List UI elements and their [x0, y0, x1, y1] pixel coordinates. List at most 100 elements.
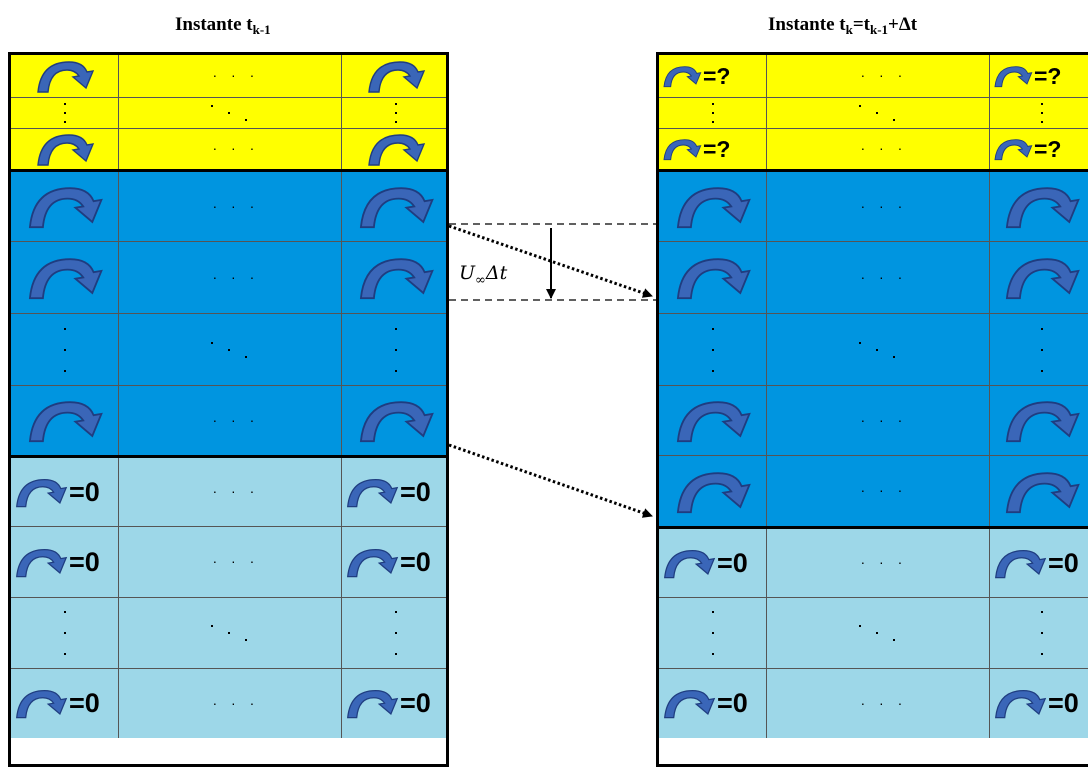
horizontal-ellipsis: · · ·: [212, 411, 260, 428]
grid-cell: · · ·: [766, 129, 989, 169]
grid-cell: =?: [659, 55, 766, 97]
grid-cell: [341, 129, 446, 169]
horizontal-ellipsis: · · ·: [860, 411, 908, 428]
grid-row-active: · · ·: [659, 169, 1088, 241]
horizontal-ellipsis: · · ·: [860, 482, 908, 498]
left-panel-grid: · · ·· · ·· · ·· · ·· · ·=0· · ·=0=0· · …: [8, 52, 449, 767]
zero-circulation-label: =0: [1048, 688, 1079, 718]
grid-cell: [659, 386, 766, 455]
zero-circulation-label: =0: [69, 688, 100, 718]
curved-arrow-icon: [994, 139, 1033, 161]
zero-circulation-label: =0: [717, 688, 748, 718]
vertical-ellipsis: [1041, 327, 1044, 372]
grid-cell: [659, 598, 766, 668]
curved-arrow-icon: [347, 548, 399, 578]
grid-row-unknown: [659, 97, 1088, 128]
vertical-ellipsis: [394, 611, 398, 655]
grid-cell: [11, 172, 118, 241]
grid-row-active: [659, 313, 1088, 385]
grid-cell: [989, 456, 1088, 526]
grid-cell: [659, 314, 766, 385]
grid-cell: [659, 98, 766, 128]
grid-row-active: · · ·: [11, 169, 446, 241]
curved-arrow-icon: [359, 258, 434, 300]
grid-row-zero: =0· · ·=0: [11, 526, 446, 597]
vertical-ellipsis: [711, 103, 715, 123]
vertical-ellipsis: [1041, 611, 1044, 655]
grid-cell: · · ·: [118, 129, 341, 169]
zero-circulation-label: =0: [69, 546, 100, 577]
grid-cell: [766, 314, 989, 385]
grid-cell: [11, 314, 118, 385]
grid-cell: · · ·: [766, 669, 989, 738]
grid-cell: [989, 98, 1088, 128]
curved-arrow-icon: [1005, 187, 1080, 229]
grid-cell: =0: [341, 458, 446, 526]
curved-arrow-icon: [1005, 401, 1080, 443]
grid-row-unknown: =?· · ·=?: [659, 128, 1088, 169]
curved-arrow-icon: [1005, 258, 1080, 300]
vertical-ellipsis: [711, 327, 715, 372]
grid-cell: [11, 129, 118, 169]
grid-row-unknown: · · ·: [11, 128, 446, 169]
curved-arrow-icon: [28, 187, 103, 229]
grid-cell: [11, 55, 118, 97]
grid-cell: =0: [989, 529, 1088, 597]
grid-row-zero: [659, 597, 1088, 668]
diagonal-ellipsis: [858, 341, 899, 362]
grid-row-zero: =0· · ·=0: [659, 526, 1088, 597]
unknown-circulation-label: =?: [1034, 62, 1062, 89]
zero-circulation-label: =0: [717, 547, 748, 578]
grid-cell: · · ·: [766, 529, 989, 597]
vertical-ellipsis: [394, 103, 398, 123]
grid-row-active: [11, 313, 446, 385]
curved-arrow-icon: [367, 134, 425, 166]
curved-arrow-icon: [16, 478, 68, 508]
unknown-circulation-label: =?: [703, 62, 731, 89]
grid-cell: · · ·: [118, 386, 341, 455]
grid-row-zero: =0· · ·=0: [11, 455, 446, 526]
grid-cell: · · ·: [766, 456, 989, 526]
grid-cell: [341, 172, 446, 241]
grid-cell: · · ·: [766, 55, 989, 97]
curved-arrow-icon: [994, 65, 1033, 87]
grid-cell: =0: [989, 669, 1088, 738]
grid-cell: =?: [989, 129, 1088, 169]
curved-arrow-icon: [16, 690, 68, 719]
grid-cell: [989, 172, 1088, 241]
grid-row-unknown: [11, 97, 446, 128]
grid-cell: [341, 98, 446, 128]
grid-cell: =0: [341, 527, 446, 597]
right-title: Instante tk=tk-1+Δt: [768, 14, 918, 37]
grid-cell: [11, 98, 118, 128]
horizontal-ellipsis: · · ·: [212, 268, 260, 285]
grid-cell: · · ·: [118, 527, 341, 597]
curved-arrow-icon: [359, 187, 434, 229]
curved-arrow-icon: [28, 401, 103, 443]
horizontal-ellipsis: · · ·: [212, 694, 260, 711]
grid-cell: [341, 55, 446, 97]
grid-cell: [989, 598, 1088, 668]
curved-arrow-icon: [1005, 471, 1080, 513]
diagonal-ellipsis: [858, 105, 899, 125]
grid-row-active: · · ·: [659, 385, 1088, 455]
grid-cell: [659, 456, 766, 526]
curved-arrow-icon: [663, 139, 702, 161]
curved-arrow-icon: [359, 401, 434, 443]
vertical-ellipsis: [63, 327, 67, 372]
grid-cell: · · ·: [118, 242, 341, 313]
curved-arrow-icon: [995, 549, 1047, 579]
grid-cell: [118, 314, 341, 385]
zero-circulation-label: =0: [400, 476, 431, 507]
grid-row-active: · · ·: [11, 385, 446, 455]
curved-arrow-icon: [663, 65, 702, 87]
unknown-circulation-label: =?: [703, 136, 731, 162]
grid-cell: =0: [11, 527, 118, 597]
shift-arrow-top: [448, 224, 653, 298]
diagonal-ellipsis: [210, 105, 251, 125]
grid-cell: =0: [659, 669, 766, 738]
grid-cell: · · ·: [766, 386, 989, 455]
grid-cell: =0: [11, 669, 118, 738]
curved-arrow-icon: [664, 549, 716, 579]
grid-cell: [766, 598, 989, 668]
